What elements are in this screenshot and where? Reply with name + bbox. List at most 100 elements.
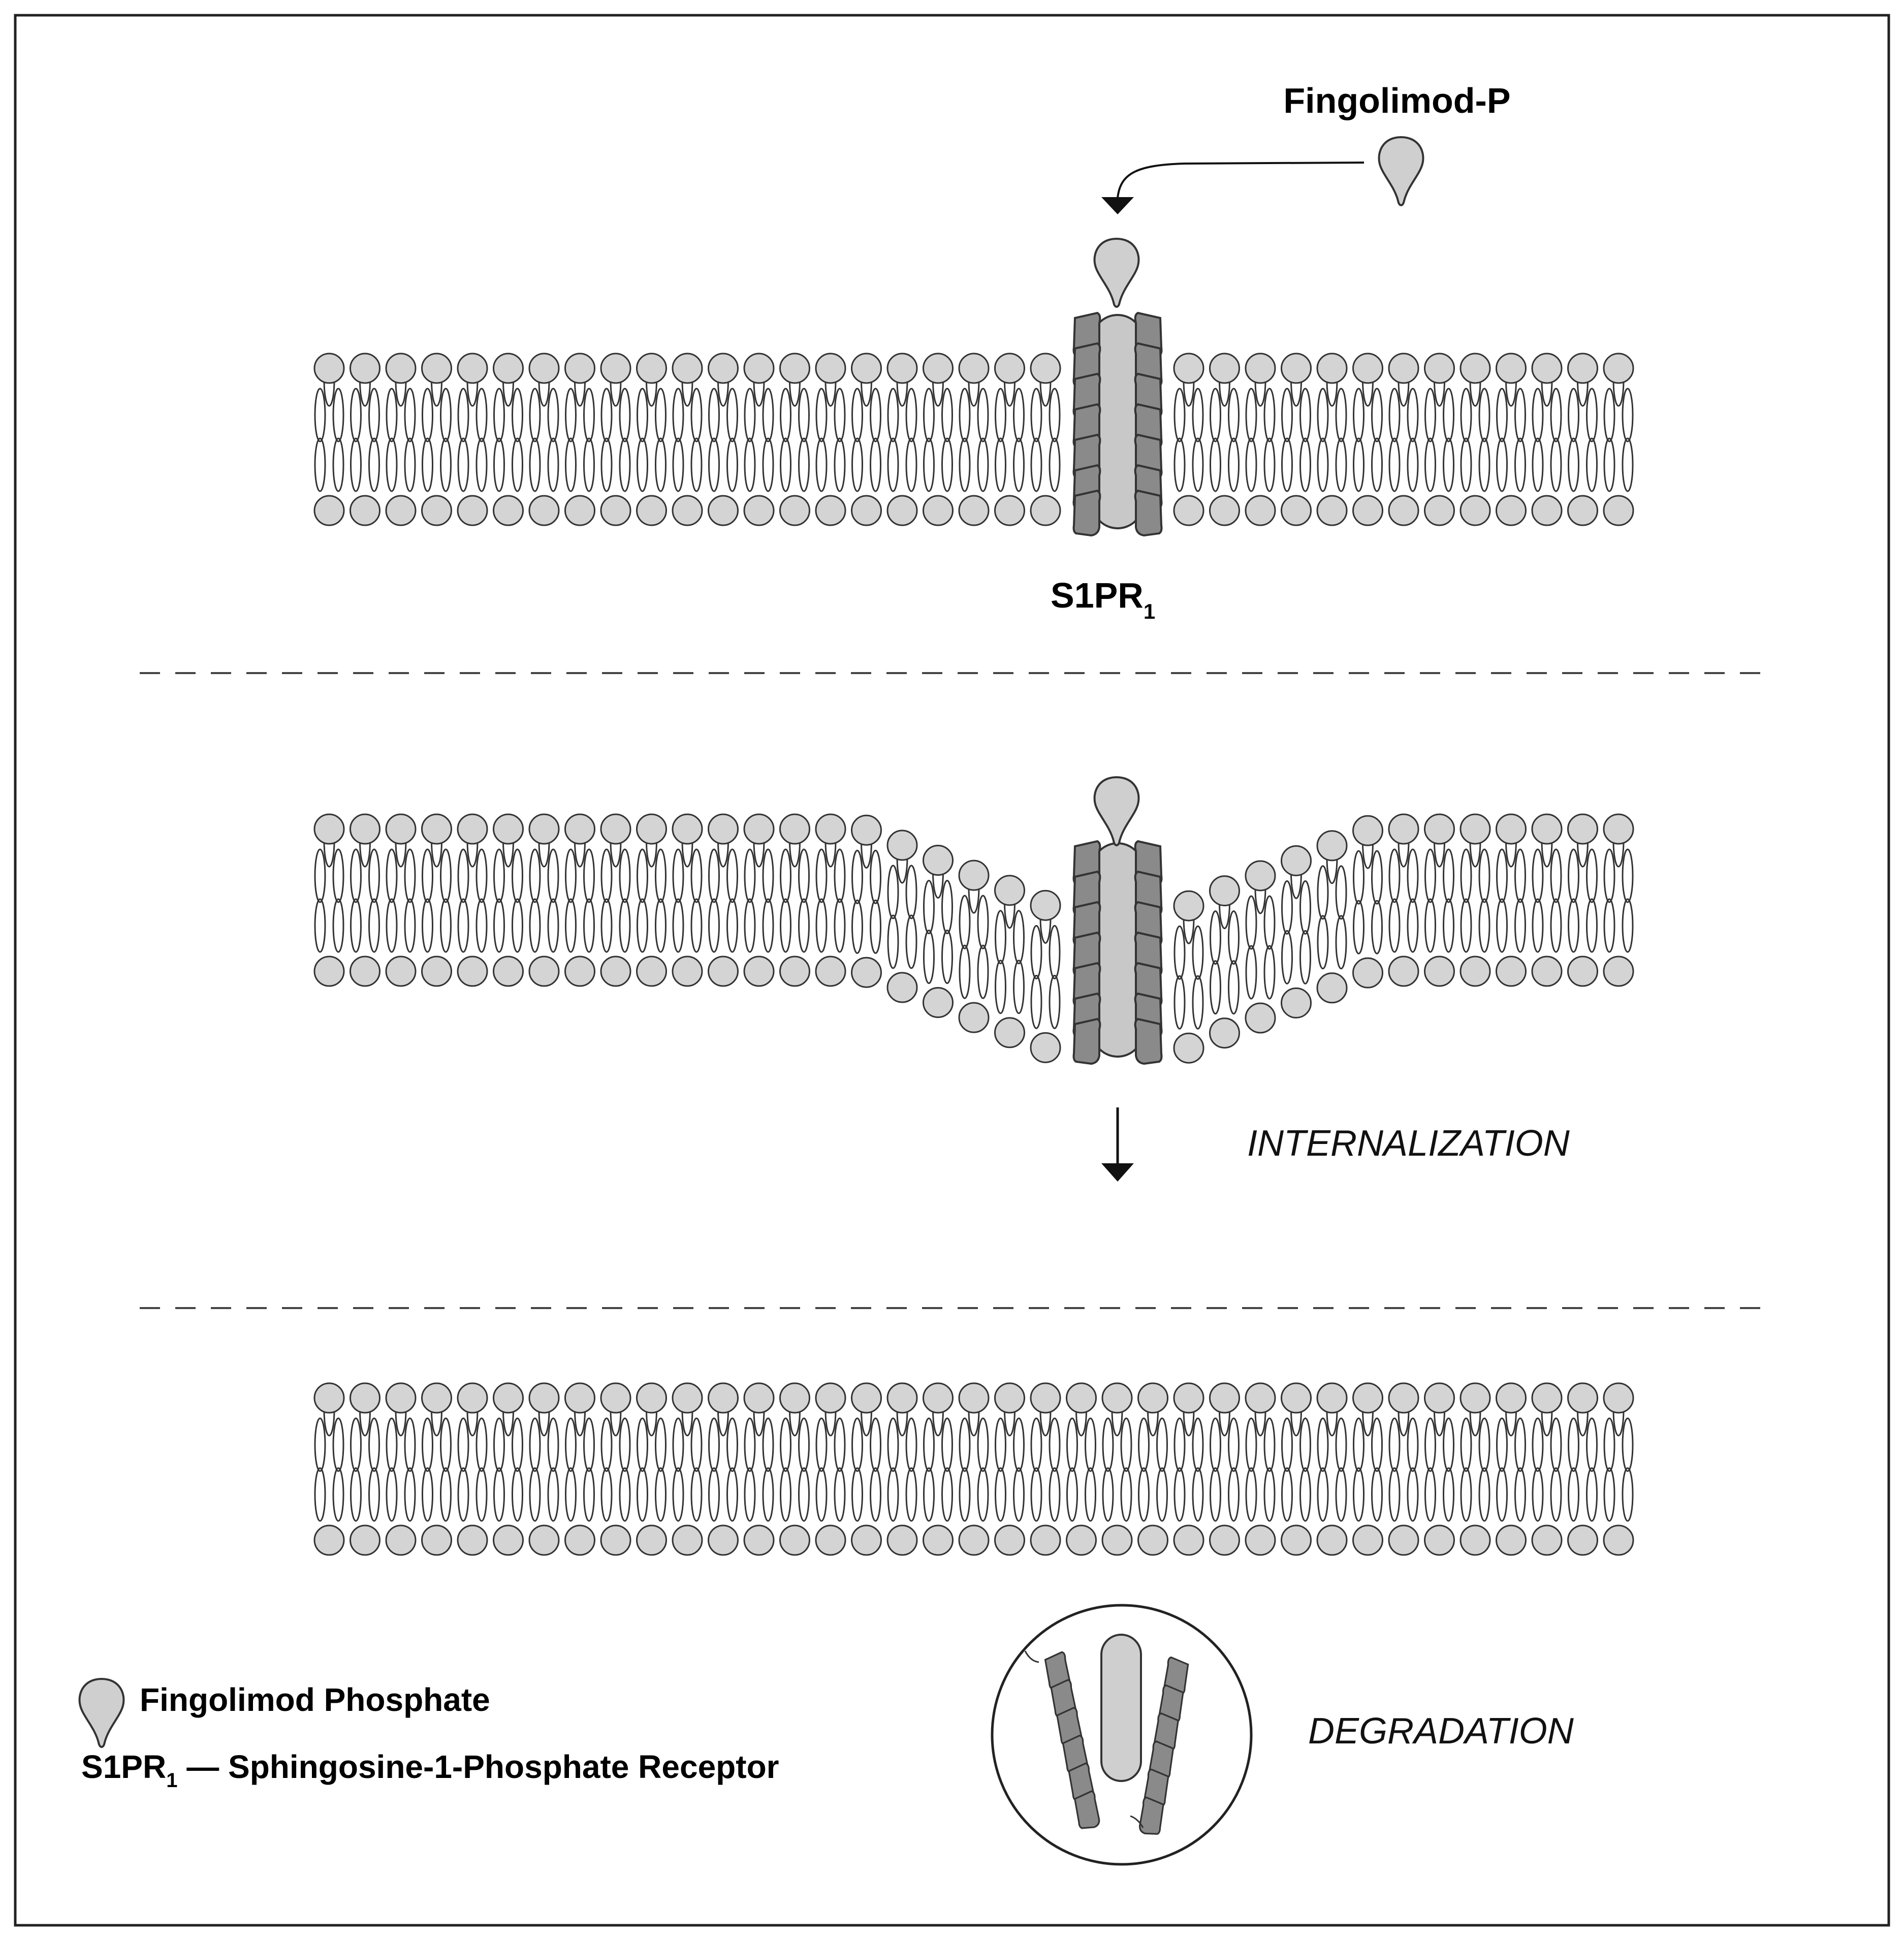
phospholipid [1245,860,1276,1034]
phospholipid [779,813,810,987]
phospholipid [672,353,703,526]
binding-arrowhead-icon [1101,197,1134,214]
phospholipid [528,1382,560,1556]
phospholipid [994,875,1025,1048]
phospholipid [385,813,417,987]
phospholipid [1603,353,1634,526]
phospholipid [421,1382,452,1556]
phospholipid [994,1382,1025,1556]
phospholipid [851,814,882,988]
phospholipid [1209,353,1240,526]
phospholipid [815,1382,846,1556]
phospholipid [600,353,631,526]
legend: Fingolimod Phosphate S1PR1 — Sphingosine… [78,1678,779,1792]
phospholipid [708,813,739,987]
phospholipid [1531,1382,1563,1556]
phospholipid [1030,889,1061,1063]
phospholipid [1352,353,1383,526]
phospholipid [958,860,990,1033]
phospholipid [1173,890,1204,1064]
phospholipid [1030,1382,1061,1556]
phospholipid [1281,353,1312,526]
phospholipid [1567,353,1598,526]
phospholipid [493,353,524,526]
phospholipid [313,353,345,526]
ligand-free-icon [1378,136,1424,206]
phospholipid [1101,1382,1133,1556]
phospholipid [1424,353,1455,526]
phospholipid [958,1382,990,1556]
phospholipid [1424,1382,1455,1556]
phospholipid [1424,813,1455,987]
phospholipid [743,813,775,987]
phospholipid [1281,1382,1312,1556]
phospholipid [923,1382,954,1556]
legend-receptor-definition: S1PR1 — Sphingosine-1-Phosphate Receptor [81,1748,779,1792]
phospholipid [564,353,595,526]
phospholipid [1603,813,1634,987]
phospholipid [1388,353,1419,526]
phospholipid [1245,1382,1276,1556]
phospholipid [1531,813,1563,987]
phospholipid [457,353,488,526]
phospholipid [1459,1382,1491,1556]
phospholipid [672,1382,703,1556]
phospholipid [1245,353,1276,526]
phospholipid [1496,813,1527,987]
internalization-arrowhead-icon [1101,1163,1134,1182]
phospholipid [1137,1382,1168,1556]
phospholipid [636,1382,667,1556]
phospholipid [815,353,846,526]
phospholipid [851,1382,882,1556]
ligand-bound-icon-panel-1 [1093,238,1140,308]
phospholipid [923,353,954,526]
phospholipid [421,813,452,987]
phospholipid [886,353,918,526]
legend-ligand-label: Fingolimod Phosphate [140,1681,490,1718]
phospholipid [1352,1382,1383,1556]
phospholipid [1316,830,1348,1004]
phospholipid [528,353,560,526]
phospholipid [1496,1382,1527,1556]
phospholipid [1173,1382,1204,1556]
phospholipid [493,813,524,987]
phospholipid [886,830,918,1003]
phospholipid [1352,815,1383,989]
phospholipid [1459,353,1491,526]
phospholipid [1567,813,1598,987]
phospholipid [1209,1382,1240,1556]
phospholipid [385,353,417,526]
phospholipid [421,353,452,526]
phospholipid [886,1382,918,1556]
phospholipid [708,353,739,526]
membrane-panel-3 [313,1382,1634,1556]
phospholipid [923,845,954,1019]
phospholipid [313,813,345,987]
phospholipid [779,353,810,526]
phospholipid [636,353,667,526]
phospholipid [779,1382,810,1556]
ligand-bound-icon-panel-2 [1093,776,1140,846]
phospholipid [1066,1382,1097,1556]
phospholipid [457,1382,488,1556]
membrane-panel-2 [313,813,1634,1064]
phospholipid [528,813,560,987]
phospholipid [708,1382,739,1556]
legend-ligand-icon [78,1678,125,1748]
phospholipid [743,1382,775,1556]
binding-arrow [1117,162,1364,199]
phospholipid [1030,353,1061,526]
phospholipid [313,1382,345,1556]
phospholipid [1531,353,1563,526]
phospholipid [457,813,488,987]
drug-name-label: Fingolimod-P [1283,81,1510,120]
phospholipid [1459,813,1491,987]
receptor-panel-1 [1074,313,1162,535]
membrane-panel-1 [313,353,1634,526]
phospholipid [636,813,667,987]
phospholipid [1281,845,1312,1019]
phospholipid [350,353,380,526]
phospholipid [958,353,990,526]
phospholipid [600,813,631,987]
figure-frame [14,14,1890,1927]
